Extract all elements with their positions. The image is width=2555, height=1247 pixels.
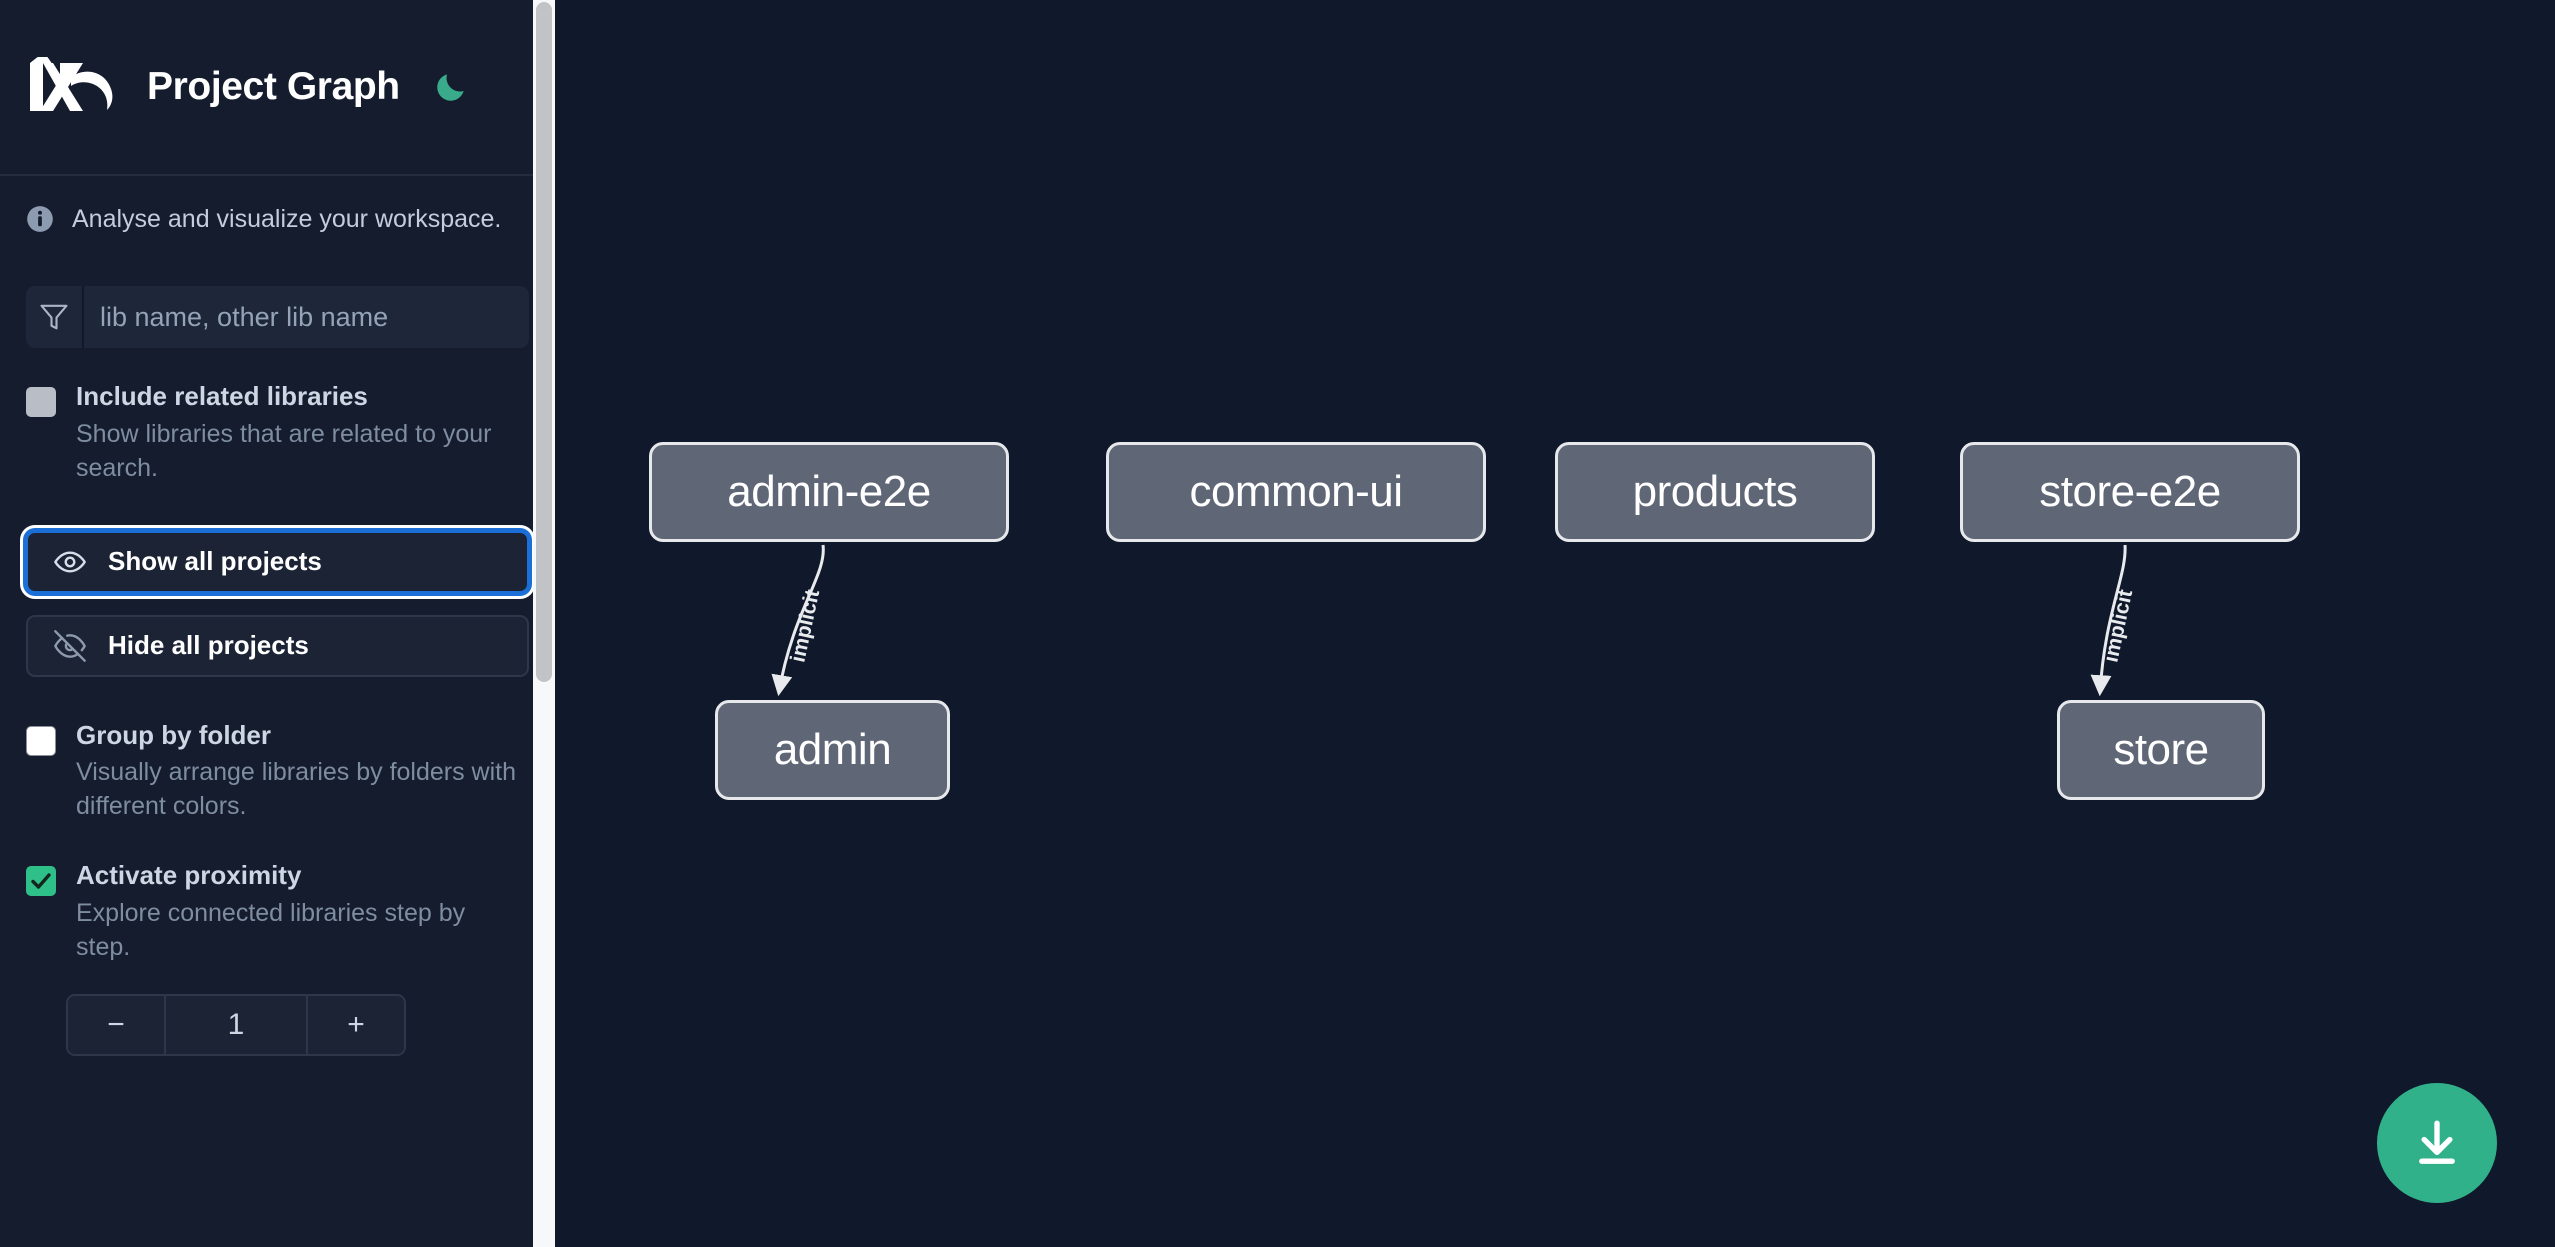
info-icon [27,206,53,232]
group-by-folder-checkbox[interactable] [26,725,56,756]
workspace-note: Analyse and visualize your workspace. [0,176,555,262]
filter-icon-glyph [40,304,68,330]
graph-node-store[interactable]: store [2057,700,2265,800]
include-related-libraries-label[interactable]: Include related libraries [76,381,368,411]
group-by-folder-description: Visually arrange libraries by folders wi… [76,758,517,821]
activate-proximity-description: Explore connected libraries step by step… [76,898,466,961]
option-activate-proximity[interactable]: Activate proximity Explore connected lib… [26,861,529,964]
eye-icon [54,551,86,573]
sidebar-header: Project Graph [0,0,555,176]
sidebar-scrollbar[interactable] [533,0,555,1247]
graph-node-store-e2e[interactable]: store-e2e [1960,442,2300,542]
show-all-projects-label: Show all projects [108,546,322,577]
nx-logo [30,57,113,111]
hide-all-projects-button[interactable]: Hide all projects [26,614,529,677]
moon-icon[interactable] [430,66,472,108]
eye-off-icon [54,629,86,662]
include-related-libraries-description: Show libraries that are related to your … [76,419,492,482]
project-graph-canvas[interactable]: implicit implicit admin-e2e common-ui pr… [555,0,2555,1247]
proximity-value: 1 [164,995,308,1054]
sidebar-body: Include related libraries Show libraries… [0,286,555,1056]
proximity-increment-button[interactable]: + [308,995,404,1054]
edge-admin-e2e-to-admin [771,544,825,697]
proximity-decrement-button[interactable]: − [68,995,164,1054]
workspace-note-text: Analyse and visualize your workspace. [72,204,502,233]
download-icon [2419,1120,2455,1164]
activate-proximity-label[interactable]: Activate proximity [76,860,302,891]
graph-node-common-ui[interactable]: common-ui [1106,442,1486,542]
sidebar: Project Graph Analyse and visualize your… [0,0,555,1247]
option-include-related-libraries[interactable]: Include related libraries Show libraries… [26,382,529,485]
download-graph-button[interactable] [2377,1083,2497,1203]
option-group-by-folder[interactable]: Group by folder Visually arrange librari… [26,719,529,824]
graph-node-products[interactable]: products [1555,442,1875,542]
include-related-libraries-checkbox[interactable] [26,387,56,417]
search-input[interactable] [84,286,529,348]
group-by-folder-label[interactable]: Group by folder [76,719,271,750]
graph-edges [771,544,2127,697]
show-all-projects-button[interactable]: Show all projects [26,530,529,593]
search-field[interactable] [26,286,529,348]
proximity-stepper[interactable]: − 1 + [66,993,406,1056]
page-title: Project Graph [147,65,400,108]
sidebar-scrollbar-thumb[interactable] [536,2,552,682]
activate-proximity-checkbox[interactable] [26,866,56,897]
filter-icon [26,286,84,348]
moon-icon-glyph [436,74,464,101]
graph-node-admin-e2e[interactable]: admin-e2e [649,442,1009,542]
hide-all-projects-label: Hide all projects [108,630,309,661]
graph-node-admin[interactable]: admin [715,700,950,800]
check-icon [31,873,51,889]
edge-store-e2e-to-store [2090,544,2127,697]
